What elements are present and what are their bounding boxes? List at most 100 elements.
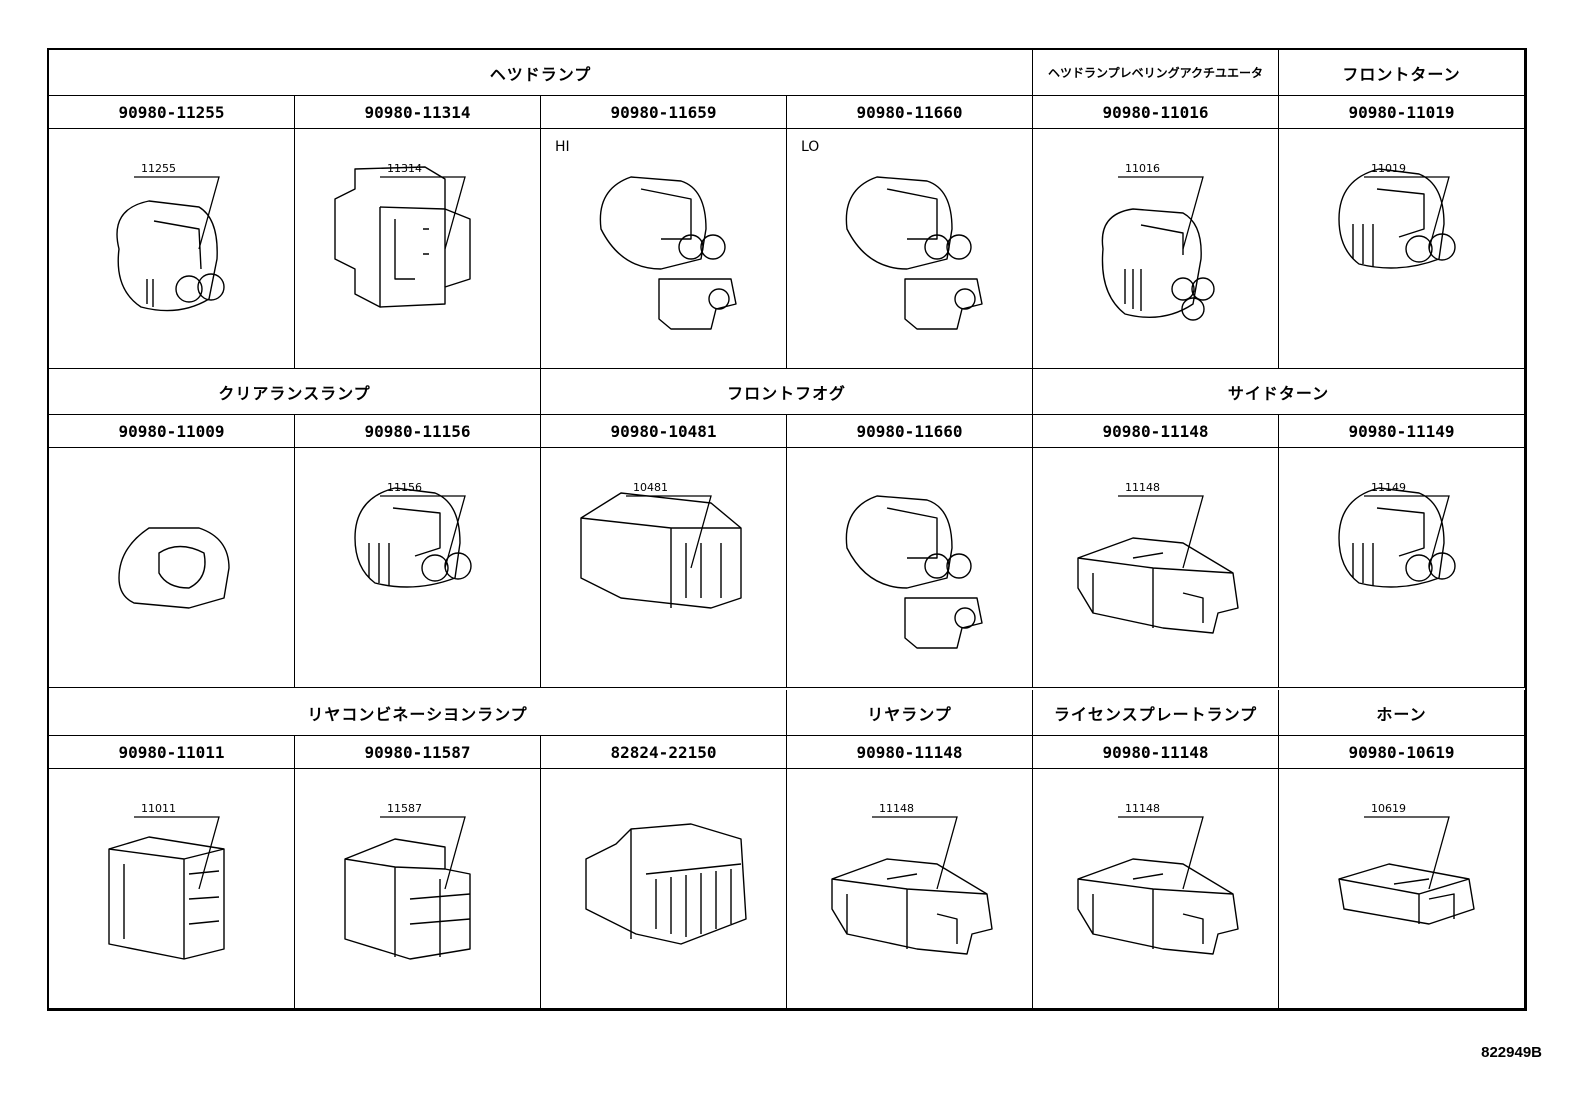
connector-drawing-cell: HI (541, 129, 787, 369)
group-header-label: ヘツドランプ (489, 64, 592, 84)
part-number-cell: 90980-11148 (787, 736, 1033, 769)
connector-drawing (845, 176, 983, 330)
callout-label: 11149 (1371, 481, 1406, 494)
connector-drawing-cell: 11148 (1033, 769, 1279, 1009)
callout-label: 11156 (387, 481, 422, 494)
callout-label: 11016 (1125, 162, 1160, 175)
callout-label: 11587 (387, 802, 422, 815)
callout-label: 11019 (1371, 162, 1406, 175)
part-number: 90980-11660 (856, 421, 963, 441)
part-number-cell: 82824-22150 (541, 736, 787, 769)
connector-drawing (845, 495, 983, 649)
group-header-label: フロントターン (1342, 64, 1461, 84)
part-number: 90980-11659 (610, 102, 717, 122)
part-number: 90980-11148 (1102, 421, 1209, 441)
connector-parts-table: ヘツドランプ ヘツドランプレベリングアクチユエータ フロントターンクリアランスランプ… (47, 48, 1527, 1011)
connector-drawing (580, 492, 742, 609)
part-number: 90980-11314 (364, 102, 471, 122)
callout-label: 11011 (141, 802, 176, 815)
connector-drawing-cell: 11148 (1033, 448, 1279, 688)
group-header: ヘツドランプレベリングアクチユエータ (1033, 50, 1279, 96)
group-header: ヘツドランプ (49, 50, 1033, 96)
group-header: リヤランプ (787, 690, 1033, 736)
group-header-label: リヤランプ (867, 704, 952, 724)
connector-drawing-cell (49, 448, 295, 688)
part-number: 90980-10481 (610, 421, 717, 441)
part-number-cell: 90980-11156 (295, 415, 541, 448)
part-number: 90980-11255 (118, 102, 225, 122)
connector-drawing (1077, 816, 1239, 955)
group-header: クリアランスランプ (49, 369, 541, 415)
connector-drawing (1338, 168, 1456, 269)
part-number: 90980-11587 (364, 742, 471, 762)
connector-drawing-cell: 11019 (1279, 129, 1525, 369)
connector-drawing (1101, 176, 1215, 321)
part-number-cell: 90980-11011 (49, 736, 295, 769)
group-header-label: サイドターン (1227, 383, 1330, 403)
part-number-cell: 90980-11659 (541, 96, 787, 129)
connector-drawing-cell: 10619 (1279, 769, 1525, 1009)
part-number: 90980-11148 (856, 742, 963, 762)
part-number: 90980-11148 (1102, 742, 1209, 762)
group-header-label: クリアランスランプ (218, 383, 371, 403)
connector-drawing-cell: 11314 (295, 129, 541, 369)
group-header: フロントターン (1279, 50, 1525, 96)
connector-drawing (116, 176, 225, 312)
connector-drawing (831, 816, 993, 955)
connector-drawing-cell: 11149 (1279, 448, 1525, 688)
connector-drawing (108, 816, 225, 960)
part-number: 90980-11009 (118, 421, 225, 441)
part-number-cell: 90980-11148 (1033, 415, 1279, 448)
connector-drawing-cell (787, 448, 1033, 688)
part-number-cell: 90980-11009 (49, 415, 295, 448)
connector-drawing (1077, 495, 1239, 634)
part-number: 90980-11016 (1102, 102, 1209, 122)
group-header: ライセンスプレートランプ (1033, 690, 1279, 736)
group-header-label: ホーン (1376, 704, 1427, 724)
group-header: フロントフオグ (541, 369, 1033, 415)
group-header-label: ヘツドランプレベリングアクチユエータ (1047, 66, 1264, 80)
beam-label: HI (555, 139, 570, 155)
connector-drawing (118, 527, 230, 609)
callout-label: 10481 (633, 481, 668, 494)
connector-drawing (1338, 487, 1456, 588)
part-number-cell: 90980-11149 (1279, 415, 1525, 448)
diagram-code: 822949B (1481, 1044, 1542, 1061)
part-number-cell: 90980-11587 (295, 736, 541, 769)
connector-drawing-cell: 11016 (1033, 129, 1279, 369)
part-number-cell: 90980-11314 (295, 96, 541, 129)
connector-drawing (354, 487, 472, 588)
callout-label: 11255 (141, 162, 176, 175)
connector-drawing-cell: 10481 (541, 448, 787, 688)
connector-drawing (599, 176, 737, 330)
callout-label: 11148 (879, 802, 914, 815)
part-number: 90980-11011 (118, 742, 225, 762)
part-number: 90980-10619 (1348, 742, 1455, 762)
group-header: リヤコンビネーシヨンランプ (49, 690, 787, 736)
group-header-label: フロントフオグ (727, 383, 846, 403)
part-number-cell: 90980-11255 (49, 96, 295, 129)
connector-drawing-cell: LO (787, 129, 1033, 369)
connector-drawing-cell: 11156 (295, 448, 541, 688)
part-number-cell: 90980-10619 (1279, 736, 1525, 769)
connector-drawing-cell: 11011 (49, 769, 295, 1009)
callout-label: 11314 (387, 162, 422, 175)
part-number: 90980-11156 (364, 421, 471, 441)
group-header-label: リヤコンビネーシヨンランプ (307, 704, 528, 724)
callout-label: 11148 (1125, 802, 1160, 815)
connector-drawing-cell: 11148 (787, 769, 1033, 1009)
connector-drawing (1338, 816, 1475, 925)
beam-label: LO (801, 139, 820, 155)
callout-label: 11148 (1125, 481, 1160, 494)
connector-drawing (585, 823, 747, 945)
part-number-cell: 90980-10481 (541, 415, 787, 448)
group-header: ホーン (1279, 690, 1525, 736)
part-number-cell: 90980-11660 (787, 415, 1033, 448)
group-header-label: ライセンスプレートランプ (1053, 704, 1258, 724)
connector-drawing-cell (541, 769, 787, 1009)
part-number: 90980-11149 (1348, 421, 1455, 441)
group-header: サイドターン (1033, 369, 1525, 415)
part-number-cell: 90980-11660 (787, 96, 1033, 129)
part-number-cell: 90980-11016 (1033, 96, 1279, 129)
part-number-cell: 90980-11019 (1279, 96, 1525, 129)
